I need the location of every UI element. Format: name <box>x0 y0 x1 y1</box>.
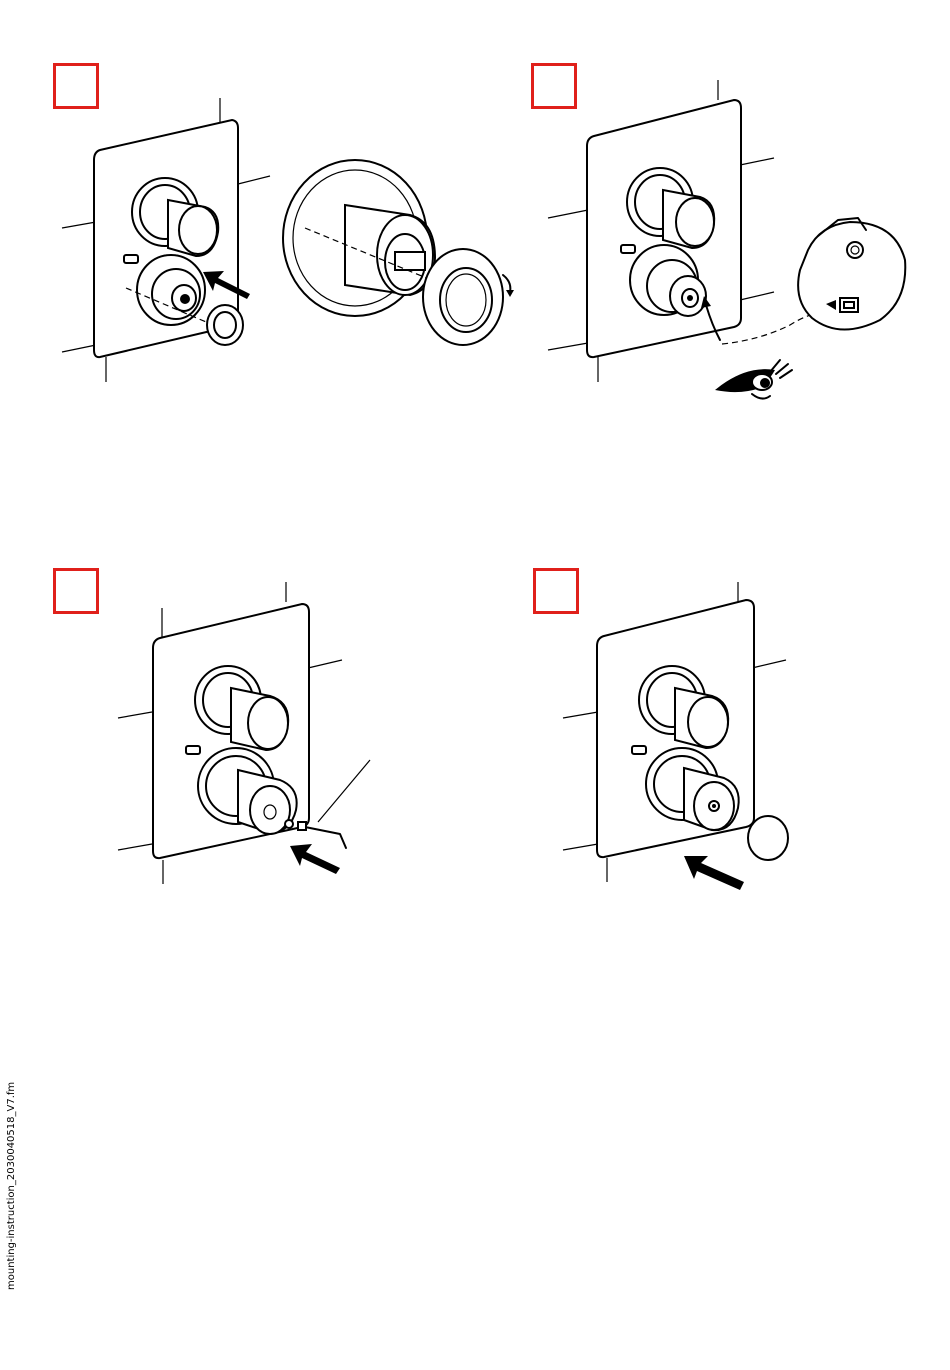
arrow-icon <box>684 856 744 890</box>
cap-icon <box>748 816 788 860</box>
footer-filename: mounting-instruction_2030040518_V7.fm <box>6 1050 17 1290</box>
